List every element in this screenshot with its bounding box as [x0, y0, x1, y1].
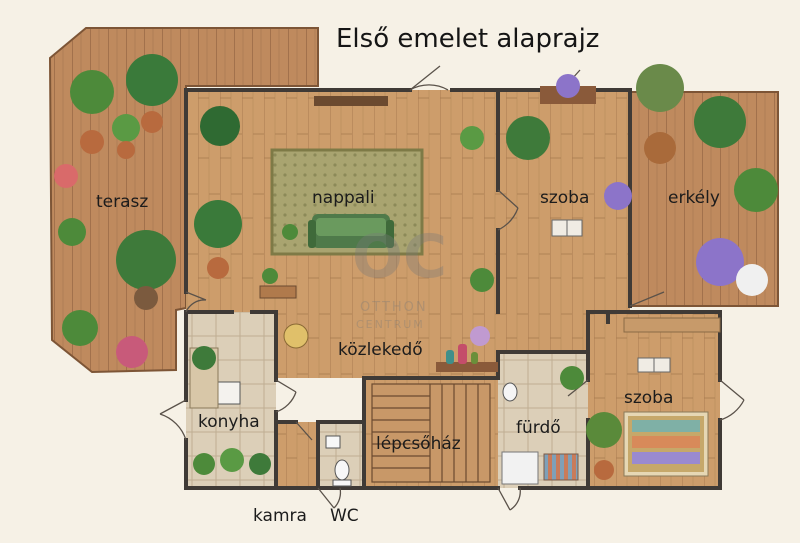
sink [325, 435, 341, 449]
room-label-lepcsohaz: lépcsőház [376, 434, 461, 454]
coffee-table [259, 285, 297, 299]
vases [446, 344, 478, 364]
sofa [308, 214, 394, 248]
bed-top [551, 219, 583, 237]
room-label-kozlekedo: közlekedő [338, 340, 423, 360]
hallway-shelf [436, 362, 498, 372]
plan-title: Első emelet alaprajz [336, 24, 600, 54]
bed-right [623, 357, 709, 477]
stove [217, 381, 241, 405]
room-label-kamra: kamra [253, 506, 307, 526]
toilet-tank [332, 479, 352, 487]
plants [54, 54, 778, 480]
room-label-konyha: konyha [198, 412, 260, 432]
pantry-floor [276, 422, 318, 488]
tv-unit [314, 96, 388, 106]
room-label-terasz: terasz [96, 192, 149, 212]
room-label-erkely: erkély [668, 188, 720, 208]
room-label-szoba-top: szoba [540, 188, 590, 208]
toilet [334, 459, 350, 481]
room-label-wc: WC [330, 506, 359, 526]
watermark-line1: OTTHON [360, 300, 428, 315]
staircase [371, 383, 491, 483]
fruit-bowl [283, 323, 309, 349]
watermark-line2: CENTRUM [356, 318, 425, 331]
room-label-nappali: nappali [312, 188, 375, 208]
room-label-szoba-right: szoba [624, 388, 674, 408]
shower-tray [501, 451, 539, 485]
bath-sink [502, 382, 518, 402]
watermark-logo: OC [352, 222, 448, 292]
room-label-furdo: fürdő [516, 418, 561, 438]
bath-mat [543, 453, 579, 481]
wardrobe [623, 317, 721, 333]
walls [184, 88, 722, 490]
